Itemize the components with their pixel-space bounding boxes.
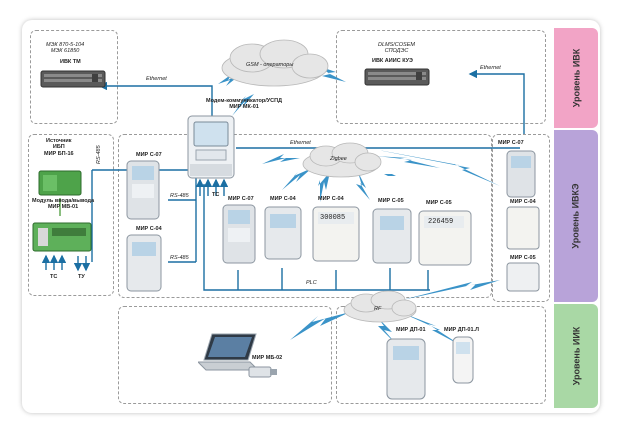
- zigbee-cloud: [302, 142, 382, 178]
- meter-c05-far-label: МИР С-05: [510, 255, 536, 261]
- wireless-bolt-zigbee-2: [318, 172, 330, 202]
- meter-c07-left-label: МИР С-07: [136, 152, 162, 158]
- zone-ivk-tm: [30, 30, 118, 124]
- wireless-bolt-zigbee-modem: [262, 154, 300, 164]
- ethernet-link-right: [468, 69, 525, 134]
- modem-mk01-icon: [187, 115, 235, 179]
- meter-c05-mid-icon: [372, 208, 412, 264]
- rs485-left-label: RS-485: [96, 145, 102, 164]
- dlms-label: DLMS/COSEM СПОДЭС: [378, 42, 415, 55]
- wireless-bolt-rf-up: [402, 280, 500, 300]
- gsm-cloud: [221, 39, 329, 87]
- rf-cloud: [343, 290, 417, 323]
- meter-c05-mid-label: МИР С-05: [378, 198, 404, 204]
- meter-c04-mid-icon: [264, 206, 302, 260]
- ivk-tm-label: ИВК ТМ: [60, 59, 81, 65]
- ivk-aiis-server-icon: [364, 68, 430, 86]
- power-supply-icon: [38, 170, 82, 196]
- wireless-bolt-zigbee-4: [372, 164, 412, 188]
- zone-ivke-right: [492, 134, 550, 302]
- meter-display-2: 226459: [428, 218, 454, 226]
- meter-c04-display2-icon: [418, 210, 472, 266]
- rs485-lower-label: RS-485: [170, 255, 189, 261]
- ivk-tm-server-icon: [40, 70, 106, 88]
- zone-iik-left: [118, 306, 332, 404]
- level-band-iik: Уровень ИИК: [554, 304, 598, 408]
- meter-c04-left-icon: [126, 234, 162, 292]
- wireless-bolt-rf-handheld: [400, 312, 462, 346]
- ethernet-mid-label: Ethernet: [290, 140, 311, 146]
- level-band-ivk: Уровень ИВК: [554, 28, 598, 128]
- meter-c04-display-icon: [312, 206, 360, 262]
- mb02-label: МИР МБ-02: [252, 355, 283, 361]
- dp01-label: МИР ДП-01: [396, 327, 426, 333]
- io-module-icon: [32, 222, 92, 252]
- wireless-bolt-zigbee-3: [356, 172, 370, 200]
- handheld-dp01l-icon: [452, 336, 474, 384]
- meter-display-1: 300085: [320, 214, 346, 222]
- level-band-ivke: Уровень ИВКЭ: [554, 130, 598, 302]
- meter-c05-right-label: МИР С-05: [426, 200, 452, 206]
- plc-bus: [203, 184, 430, 291]
- io-module-label: Модуль ввода/вывода МИР МВ-01: [32, 198, 95, 211]
- laptop-icon: [198, 333, 258, 371]
- meter-c07-left-icon: [126, 160, 160, 220]
- meter-c07-mid-label: МИР С-07: [228, 196, 254, 202]
- wireless-bolt-zigbee-far: [378, 150, 500, 186]
- meter-c07-mid-icon: [222, 204, 256, 264]
- ivk-tm-standards-label: МЭК 870-5-104 МЭК 61850: [46, 42, 85, 55]
- zigbee-label: Zigbee: [330, 156, 347, 162]
- tc-label: ТС: [50, 274, 58, 280]
- zone-iik-right: [336, 306, 546, 404]
- zone-ivke-left: [28, 134, 114, 296]
- meter-c04-right-label: МИР С-04: [318, 196, 344, 202]
- meter-c04-far-label: МИР С-04: [510, 199, 536, 205]
- ethernet-link-left: [98, 81, 213, 118]
- ethernet-left-label: Ethernet: [146, 76, 167, 82]
- zone-ivk-aiis: [336, 30, 546, 124]
- tc-modem-label: ТС: [212, 192, 220, 198]
- meter-dp01-icon: [386, 338, 426, 400]
- rs485-upper-label: RS-485: [170, 193, 189, 199]
- ethernet-right-label: Ethernet: [480, 65, 501, 71]
- wireless-bolt-zigbee-1: [282, 168, 312, 190]
- meter-c05-far-icon: [506, 262, 540, 292]
- meter-c07-far-label: МИР С-07: [498, 140, 524, 146]
- modem-label: Модем-коммуникатор/УСПД МИР МК-01: [206, 98, 282, 111]
- ivk-aiis-label: ИВК АИИС КУЭ: [372, 58, 413, 64]
- meter-c04-far-icon: [506, 206, 540, 250]
- meter-c07-far-icon: [506, 150, 536, 198]
- gsm-label: GSM - операторы: [246, 62, 294, 68]
- plc-label: PLC: [306, 280, 317, 286]
- wireless-bolt-zigbee-5: [376, 156, 440, 168]
- power-supply-label: Источник ИБП МИР БП-16: [44, 138, 74, 157]
- tu-label: ТУ: [78, 274, 85, 280]
- wireless-bolt-gsm-down: [232, 94, 254, 116]
- wireless-bolt-rf-laptop: [290, 312, 350, 340]
- meter-c04-left-label: МИР С-04: [136, 226, 162, 232]
- rf-label: RF: [374, 306, 382, 312]
- zone-ivke-main: [118, 134, 492, 298]
- usb-modem-icon: [248, 366, 277, 378]
- dp01l-label: МИР ДП-01.Л: [444, 327, 479, 333]
- meter-c04-mid-label: МИР С-04: [270, 196, 296, 202]
